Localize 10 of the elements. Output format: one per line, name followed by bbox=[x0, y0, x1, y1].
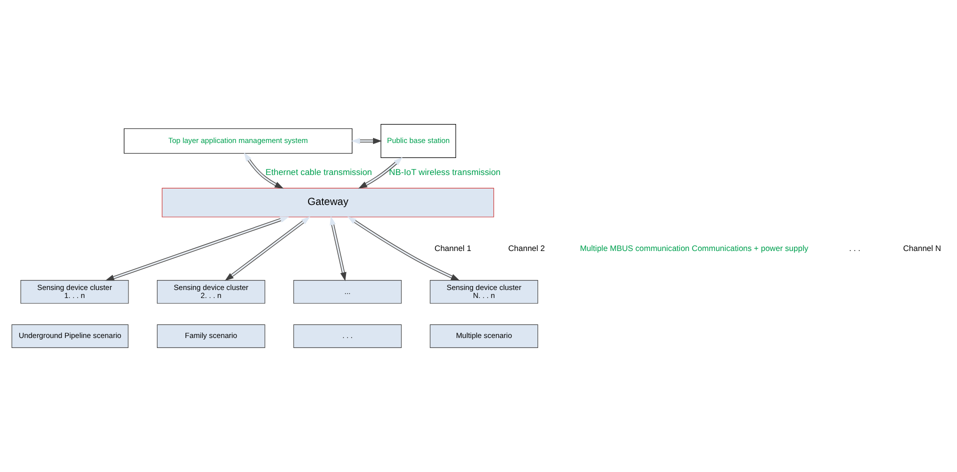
edge-label: Ethernet cable transmission bbox=[266, 166, 372, 177]
arrow bbox=[244, 152, 284, 189]
arrow bbox=[224, 216, 310, 281]
edge-label: NB-IoT wireless transmission bbox=[389, 166, 501, 177]
arrow bbox=[330, 216, 346, 282]
arrow bbox=[358, 157, 403, 189]
arrow bbox=[347, 216, 460, 281]
arrow bbox=[351, 138, 382, 144]
arrow bbox=[105, 216, 290, 281]
node-box: Gateway bbox=[162, 188, 494, 218]
